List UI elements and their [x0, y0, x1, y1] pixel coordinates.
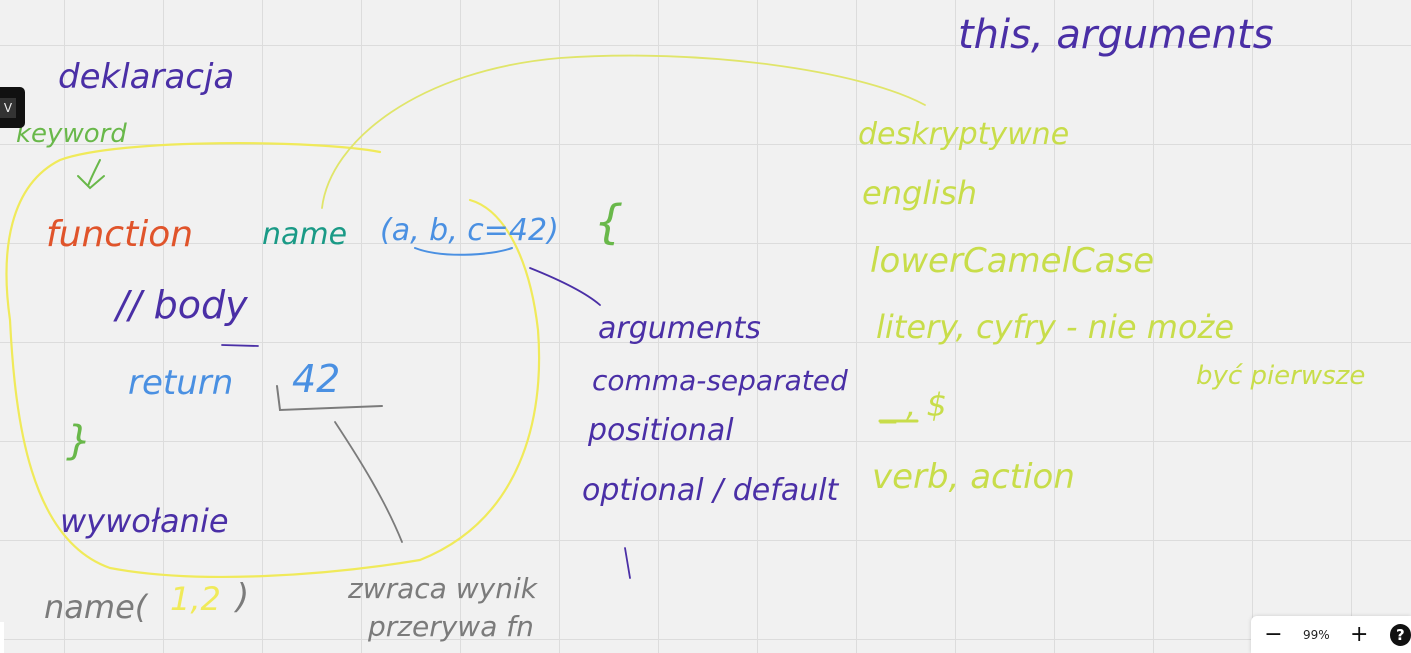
naming-rule-item: verb, action: [872, 457, 1075, 497]
args-list-item: positional: [587, 413, 734, 448]
note-wywolanie: wywołanie: [60, 502, 229, 540]
help-button[interactable]: ?: [1389, 623, 1411, 646]
params-underline: [414, 247, 513, 256]
function-loop-outline: [5, 142, 541, 578]
help-icon: ?: [1395, 625, 1405, 644]
args-pointer-line: [529, 267, 601, 306]
plus-icon: +: [1349, 622, 1369, 647]
naming-rule-item: _ , $: [879, 386, 947, 424]
keyword-arrow: [77, 159, 105, 190]
note-stops-function: przerywa fn: [367, 610, 534, 643]
zoom-controls: − 99% + ?: [1251, 616, 1411, 653]
code-params: (a, b, c=42): [380, 213, 559, 248]
note-returns-result: zwraca wynik: [347, 572, 539, 605]
code-close-brace: }: [66, 418, 91, 464]
zoom-in-button[interactable]: +: [1337, 616, 1382, 653]
canvas-edge: [0, 622, 4, 653]
call-name: name(: [44, 588, 149, 626]
side-panel-toggle-label: V: [0, 98, 16, 118]
call-close: ): [233, 577, 249, 617]
code-open-brace: {: [594, 195, 623, 249]
args-list-item: arguments: [598, 311, 761, 346]
code-return-value: 42: [292, 357, 340, 401]
call-args: 1,2: [170, 580, 221, 618]
minus-icon: −: [1264, 622, 1283, 647]
side-panel-toggle[interactable]: V: [0, 87, 25, 128]
naming-rule-item: lowerCamelCase: [870, 241, 1154, 281]
name-to-description-arc: [321, 54, 926, 209]
note-this-arguments: this, arguments: [958, 12, 1274, 58]
return-bracket: [276, 385, 383, 412]
note-deklaracja: deklaracja: [58, 57, 234, 97]
return-pointer-line: [334, 421, 403, 543]
zoom-out-button[interactable]: −: [1251, 616, 1296, 653]
naming-rule-item: english: [862, 174, 977, 212]
naming-rule-item: deskryptywne: [858, 117, 1069, 152]
zoom-level[interactable]: 99%: [1302, 627, 1330, 642]
code-function-name: name: [262, 217, 347, 252]
code-function-keyword: function: [46, 214, 193, 255]
args-list-item: comma-separated: [592, 364, 848, 397]
naming-extra-note: być pierwsze: [1196, 361, 1365, 391]
code-return-keyword: return: [128, 363, 233, 403]
note-keyword: keyword: [16, 119, 127, 149]
comment-underline: [221, 344, 259, 347]
args-list-item: optional / default: [582, 473, 840, 508]
code-body-comment: // body: [113, 283, 248, 327]
pointer-tick: [624, 547, 631, 579]
naming-rule-item: litery, cyfry - nie może: [876, 308, 1234, 346]
